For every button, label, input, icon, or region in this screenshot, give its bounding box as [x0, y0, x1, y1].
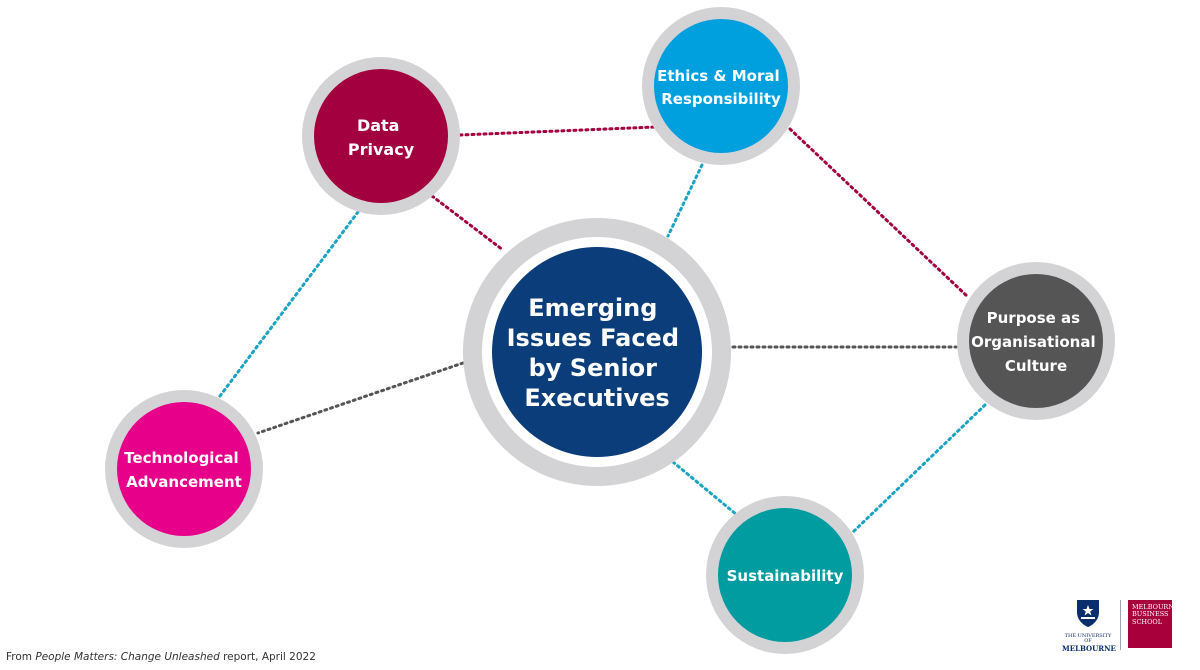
node-technological-circle	[117, 402, 251, 536]
node-technological-label: Technological Advancement	[124, 449, 244, 491]
node-purpose-line-2: Organisational	[971, 333, 1095, 351]
melbourne-business-school-logo: MELBOURNE BUSINESS SCHOOL	[1128, 600, 1179, 648]
center-node-line-3: by Senior	[529, 354, 658, 382]
connector-privacy-center	[430, 194, 505, 252]
source-note-publication: People Matters: Change Unleashed	[35, 651, 220, 663]
node-ethics-circle	[654, 19, 788, 153]
connector-ethics-center	[666, 163, 704, 238]
source-note-prefix: From	[6, 651, 36, 663]
connector-ethics-purpose	[788, 127, 970, 299]
node-purpose-line-1: Purpose as	[987, 309, 1081, 327]
mbs-logo-line-2: BUSINESS	[1132, 610, 1169, 619]
node-data-privacy: Data Privacy	[302, 57, 460, 215]
center-node-circle	[492, 247, 702, 457]
node-purpose-label: Purpose as Organisational Culture	[971, 309, 1101, 375]
node-data-privacy-circle	[314, 69, 448, 203]
center-node: Emerging Issues Faced by Senior Executiv…	[463, 218, 731, 486]
node-sustainability-line-1: Sustainability	[727, 567, 844, 585]
node-purpose-line-3: Culture	[1005, 357, 1067, 375]
node-data-privacy-label: Data Privacy	[348, 116, 415, 159]
node-sustainability-label: Sustainability	[727, 567, 844, 585]
mbs-logo-line-3: SCHOOL	[1132, 617, 1163, 626]
center-node-line-2: Issues Faced	[507, 324, 679, 352]
node-ethics-line-2: Responsibility	[661, 90, 781, 108]
center-node-label: Emerging Issues Faced by Senior Executiv…	[507, 294, 688, 412]
node-ethics: Ethics & Moral Responsibility	[642, 7, 800, 165]
connector-purpose-sustainability	[850, 403, 987, 535]
node-technological-line-2: Advancement	[126, 473, 242, 491]
uom-logo-line-2: MELBOURNE	[1062, 644, 1116, 653]
uom-logo-line-1: THE UNIVERSITY OF	[1064, 633, 1112, 644]
node-purpose-circle	[969, 274, 1103, 408]
node-purpose: Purpose as Organisational Culture	[957, 262, 1115, 420]
node-technological: Technological Advancement	[105, 390, 263, 548]
logo-divider	[1120, 600, 1121, 650]
center-node-line-1: Emerging	[528, 294, 657, 322]
center-node-line-4: Executives	[524, 384, 669, 412]
source-note-suffix: report, April 2022	[219, 651, 316, 663]
node-data-privacy-line-2: Privacy	[348, 140, 415, 159]
source-note: From People Matters: Change Unleashed re…	[6, 651, 316, 663]
node-data-privacy-line-1: Data	[357, 116, 400, 135]
mbs-logo-line-1: MELBOURNE	[1132, 603, 1179, 611]
node-ethics-line-1: Ethics & Moral	[657, 67, 779, 85]
connector-center-sustainability	[671, 460, 739, 517]
crest-icon	[1077, 600, 1099, 627]
connector-center-technological	[256, 361, 465, 435]
connectors	[218, 125, 987, 535]
university-of-melbourne-logo: THE UNIVERSITY OF MELBOURNE	[1062, 598, 1116, 654]
node-sustainability: Sustainability	[706, 496, 864, 654]
logos: THE UNIVERSITY OF MELBOURNE MELBOURNE BU…	[1062, 598, 1194, 654]
connector-privacy-technological	[218, 210, 360, 398]
connector-privacy-ethics	[458, 125, 657, 137]
node-sustainability-circle	[718, 508, 852, 642]
node-technological-line-1: Technological	[124, 449, 238, 467]
node-ethics-label: Ethics & Moral Responsibility	[657, 67, 785, 108]
